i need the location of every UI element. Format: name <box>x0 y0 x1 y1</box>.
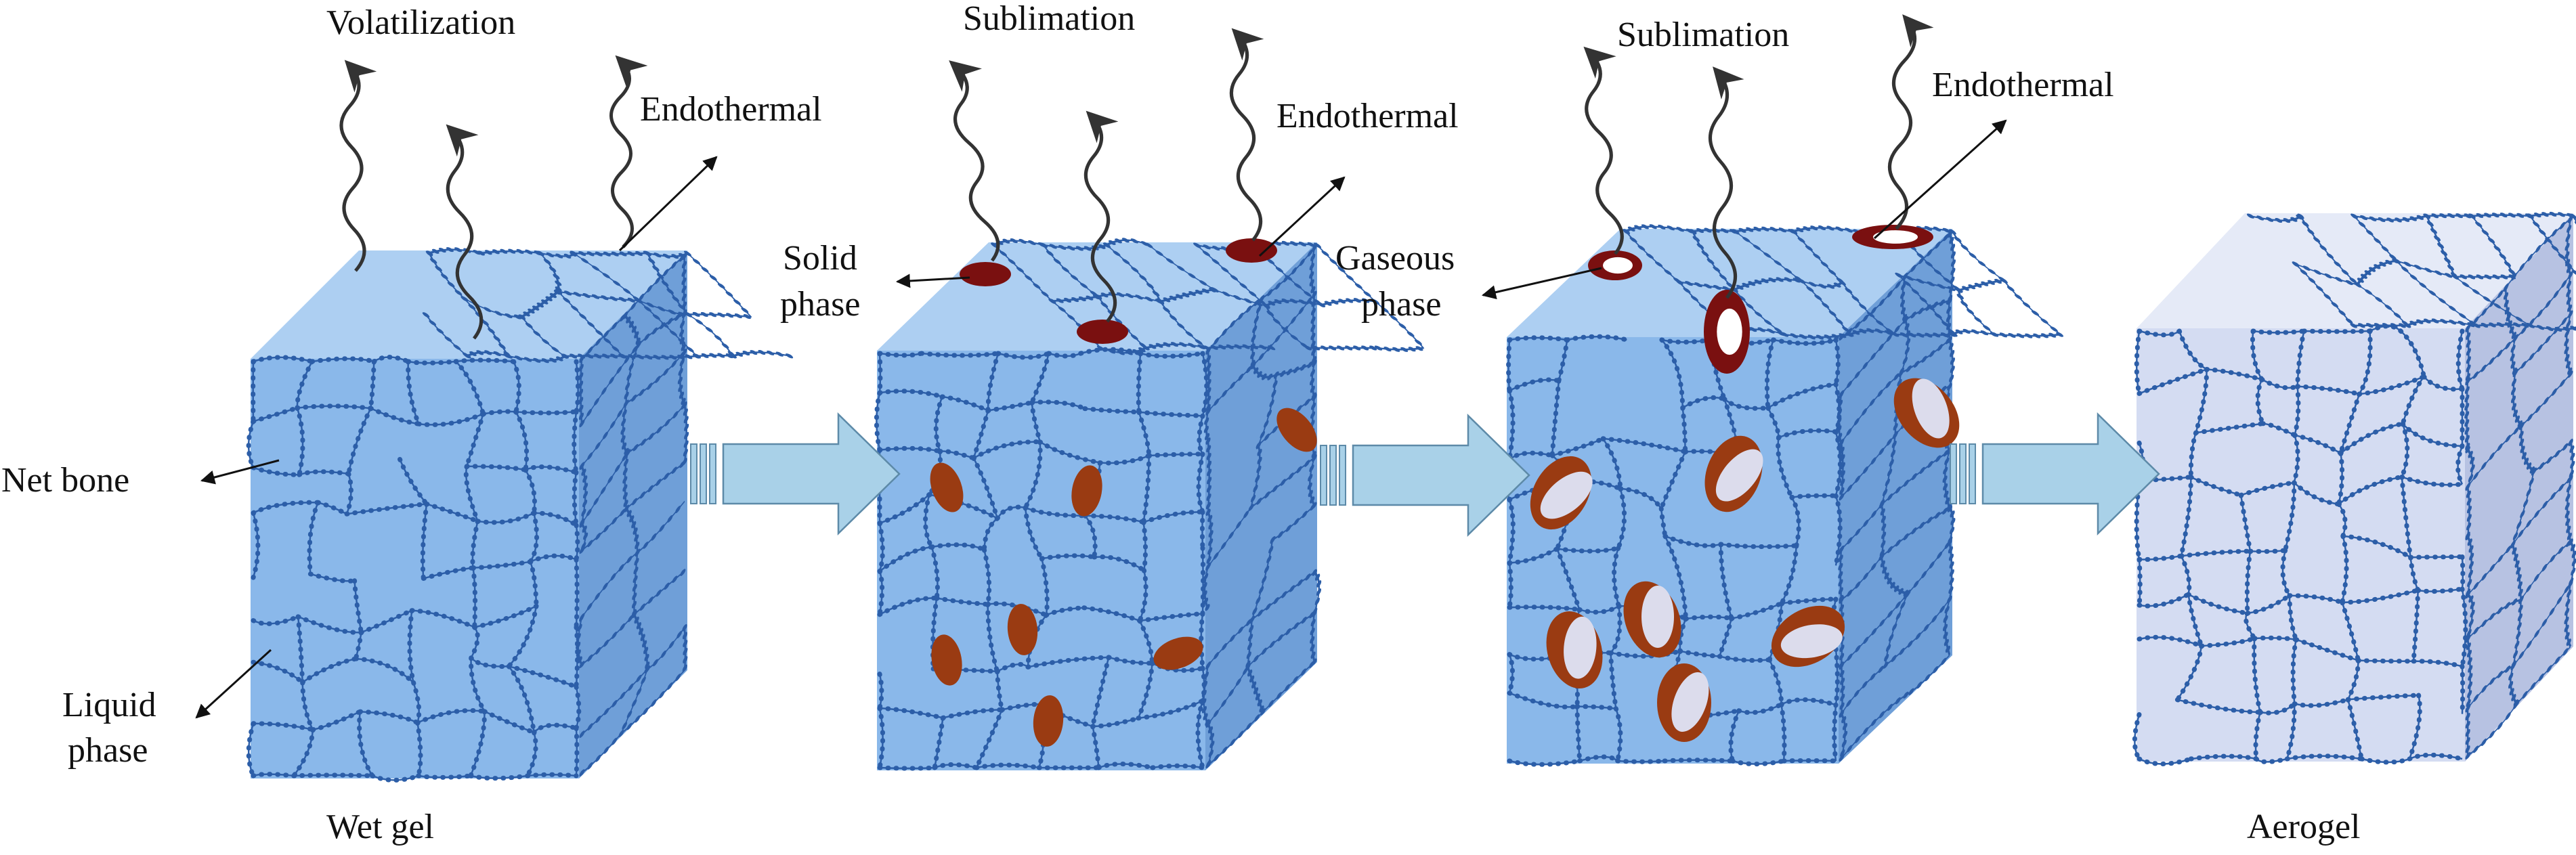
solid-phase-particle <box>1007 604 1038 655</box>
arrow-tail-bar <box>1950 443 1957 504</box>
liquid-phase-pointer <box>195 649 272 719</box>
endothermal-pointer-3 <box>1873 119 2007 240</box>
vapor-wave-arrow <box>446 124 484 340</box>
solid-phase-particle <box>1071 465 1102 517</box>
network-strands <box>2249 213 2576 330</box>
gaseous-phase-pointer <box>1481 267 1602 300</box>
arrow-tail-bar <box>1320 445 1327 506</box>
endothermal-label-3: Endothermal <box>1932 66 2114 104</box>
arrow-tail-bar <box>700 443 707 504</box>
solid-phase-particle <box>1033 695 1064 747</box>
side-network-group <box>1201 244 1322 768</box>
sublimating-gel-block <box>1503 224 2064 767</box>
arrow-tail-bar <box>1329 445 1337 506</box>
network-strands <box>1505 335 1841 766</box>
arrow-tail-bar <box>1339 445 1346 506</box>
aerogel-label: Aerogel <box>2247 808 2360 846</box>
arrow-tail-bar <box>1969 443 1976 504</box>
process-arrow <box>1352 414 1530 537</box>
net-bone-pointer <box>200 459 280 485</box>
volatilization-label: Volatilization <box>326 3 515 42</box>
network-strands <box>1838 233 1954 760</box>
side-network-group <box>2464 215 2576 760</box>
vapor-wave-arrow <box>339 60 377 272</box>
solid-label-line1: Solid <box>783 239 857 278</box>
top-network-group <box>422 247 794 364</box>
block-side-face <box>2465 213 2573 762</box>
arrow-tail-bar <box>690 443 697 504</box>
network-strands <box>1203 246 1321 766</box>
vapor-wave-arrow <box>1083 110 1119 323</box>
gaseous-phase-pocket <box>1912 378 1950 439</box>
vapor-wave-arrow <box>1709 66 1744 299</box>
arrow-tail-bar <box>1959 443 1967 504</box>
network-strands <box>425 248 791 362</box>
network-strands <box>577 255 687 774</box>
solid-phase-surface-particle <box>1226 238 1277 263</box>
gaseous-phase-pocket <box>1540 471 1593 519</box>
solid-phase-particle <box>1276 408 1317 452</box>
network-strands <box>247 356 580 781</box>
block-top-face <box>2137 213 2573 328</box>
process-arrows <box>690 412 2160 537</box>
gaseous-phase-pocket <box>1780 624 1843 659</box>
process-arrow <box>1981 412 2160 535</box>
solid-phase-surface-particle <box>960 262 1011 286</box>
liquid-label-line2: phase <box>68 731 148 770</box>
wet-gel-label: Wet gel <box>326 808 434 846</box>
frozen-gel-block <box>874 238 1427 771</box>
process-arrow <box>722 412 901 535</box>
network-strands <box>876 348 1207 770</box>
gaseous-phase-pocket <box>1873 230 1918 244</box>
network-strands <box>2466 217 2575 758</box>
top-network-group <box>2246 211 2576 332</box>
vapor-wave-arrow <box>949 60 1000 262</box>
solid-phase-pointer <box>895 273 970 288</box>
labels: Volatilization Endothermal Net bone Liqu… <box>1 0 2360 846</box>
vapor-wave-arrow <box>1888 14 1934 230</box>
gaseous-phase-pocket <box>1564 616 1597 679</box>
top-network-group <box>991 238 1427 355</box>
arrow-tail-bar <box>709 443 716 504</box>
vapor-wave-arrow <box>1229 28 1264 242</box>
gaseous-label-line1: Gaseous <box>1335 239 1455 278</box>
vapor-wave-arrow <box>1583 46 1624 255</box>
endothermal-pointer-2 <box>1258 176 1346 257</box>
side-network-group <box>1837 230 1956 762</box>
endothermal-pointer-1 <box>618 156 718 252</box>
solid-phase-particle <box>930 462 964 512</box>
network-strands <box>2134 325 2467 765</box>
sublimation-label-2: Sublimation <box>1617 16 1789 54</box>
endothermal-label-1: Endothermal <box>640 90 822 129</box>
solid-phase-particle <box>1153 636 1203 670</box>
block-side-face <box>579 250 687 779</box>
gaseous-phase-pocket <box>1671 672 1709 732</box>
solid-phase-surface-particle <box>1077 320 1128 344</box>
liquid-label-line1: Liquid <box>62 686 156 724</box>
endothermal-label-2: Endothermal <box>1276 97 1459 135</box>
pointer-arrows <box>195 119 2007 719</box>
solid-phase-particle <box>931 634 962 686</box>
solid-label-line2: phase <box>780 285 860 324</box>
side-network-group <box>576 253 689 776</box>
gaseous-phase-pocket <box>1641 586 1674 648</box>
vapor-wave-arrow <box>609 55 648 248</box>
vapor-waves <box>339 14 1934 340</box>
net-bone-label: Net bone <box>1 461 129 500</box>
aerogel-block <box>2132 211 2576 766</box>
sublimation-label-1: Sublimation <box>963 0 1135 38</box>
wet-gel-block <box>246 247 794 783</box>
gaseous-phase-pocket <box>1603 257 1633 274</box>
gaseous-label-line2: phase <box>1361 285 1441 324</box>
gaseous-phase-pocket <box>1717 308 1742 355</box>
gaseous-phase-pocket <box>1715 449 1763 502</box>
